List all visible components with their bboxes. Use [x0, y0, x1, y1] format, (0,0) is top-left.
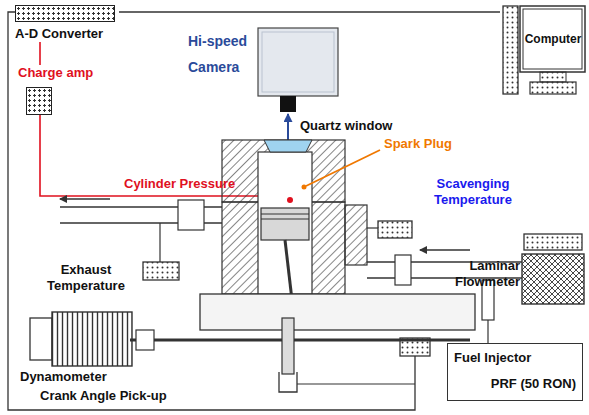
connecting-rod: [285, 240, 292, 300]
spark-plug-leader: [306, 150, 380, 186]
node-text: PRF (50 RON): [454, 376, 576, 392]
dynamometer: [52, 312, 132, 366]
charge-amp-box: Charge amp: [18, 65, 108, 115]
node-text: Charge amp: [18, 65, 108, 81]
connector: [119, 11, 500, 12]
node-text: Laminar Flowmeter: [452, 258, 520, 290]
node-text: A-D Converter: [15, 26, 119, 42]
part-label: Dynamometer: [20, 369, 130, 385]
connector: [39, 42, 41, 65]
flowmeter-display: [524, 234, 582, 250]
fuel-injector-box: Fuel InjectorPRF (50 RON): [447, 343, 583, 401]
intake-arrow: [420, 249, 470, 250]
computer-box: Computer: [500, 5, 586, 97]
camera-label: Hi-speed Camera: [188, 28, 254, 80]
cylinder-bore: [258, 152, 312, 294]
node-text: Hi-speed Camera: [188, 28, 254, 80]
part-label: Spark Plug: [384, 136, 474, 152]
quartz-window: [264, 140, 312, 152]
pressure-sensor: [287, 197, 293, 203]
crank-angle-unit: [400, 338, 430, 356]
part-label: Crank Angle Pick-up: [40, 388, 220, 404]
converter-box: A-D Converter: [15, 5, 119, 42]
sensor-label: Scavenging Temperature: [418, 176, 528, 208]
exhaust-sensor: [143, 262, 179, 280]
coupling: [136, 330, 154, 350]
scavenging-sensor: [378, 221, 412, 238]
crankcase: [200, 294, 475, 330]
sensor-label: Exhaust Temperature: [36, 262, 136, 294]
part-label: Quartz window: [300, 118, 410, 134]
pick-up-sensor: [279, 372, 297, 392]
scavenging-port: [345, 205, 367, 265]
camera-body: [258, 28, 338, 96]
flowmeter-label: Laminar Flowmeter: [452, 258, 520, 290]
computer-icon: [500, 5, 586, 97]
exhaust-arrow: [60, 198, 110, 199]
piston: [261, 208, 309, 240]
node-text: Computer: [522, 31, 584, 47]
flowmeter-body: [522, 254, 584, 304]
charge-amp-unit: [26, 87, 52, 115]
camera-detail: [262, 32, 334, 92]
exhaust-flange: [178, 200, 204, 230]
dynamometer-cap: [30, 318, 52, 360]
node-text: Fuel Injector: [454, 350, 576, 366]
crank-disc: [282, 318, 294, 374]
camera-lens: [280, 96, 296, 112]
signal-label: Cylinder Pressure: [124, 176, 274, 192]
converter-panel: [15, 5, 115, 22]
signal-wire: [8, 12, 415, 410]
